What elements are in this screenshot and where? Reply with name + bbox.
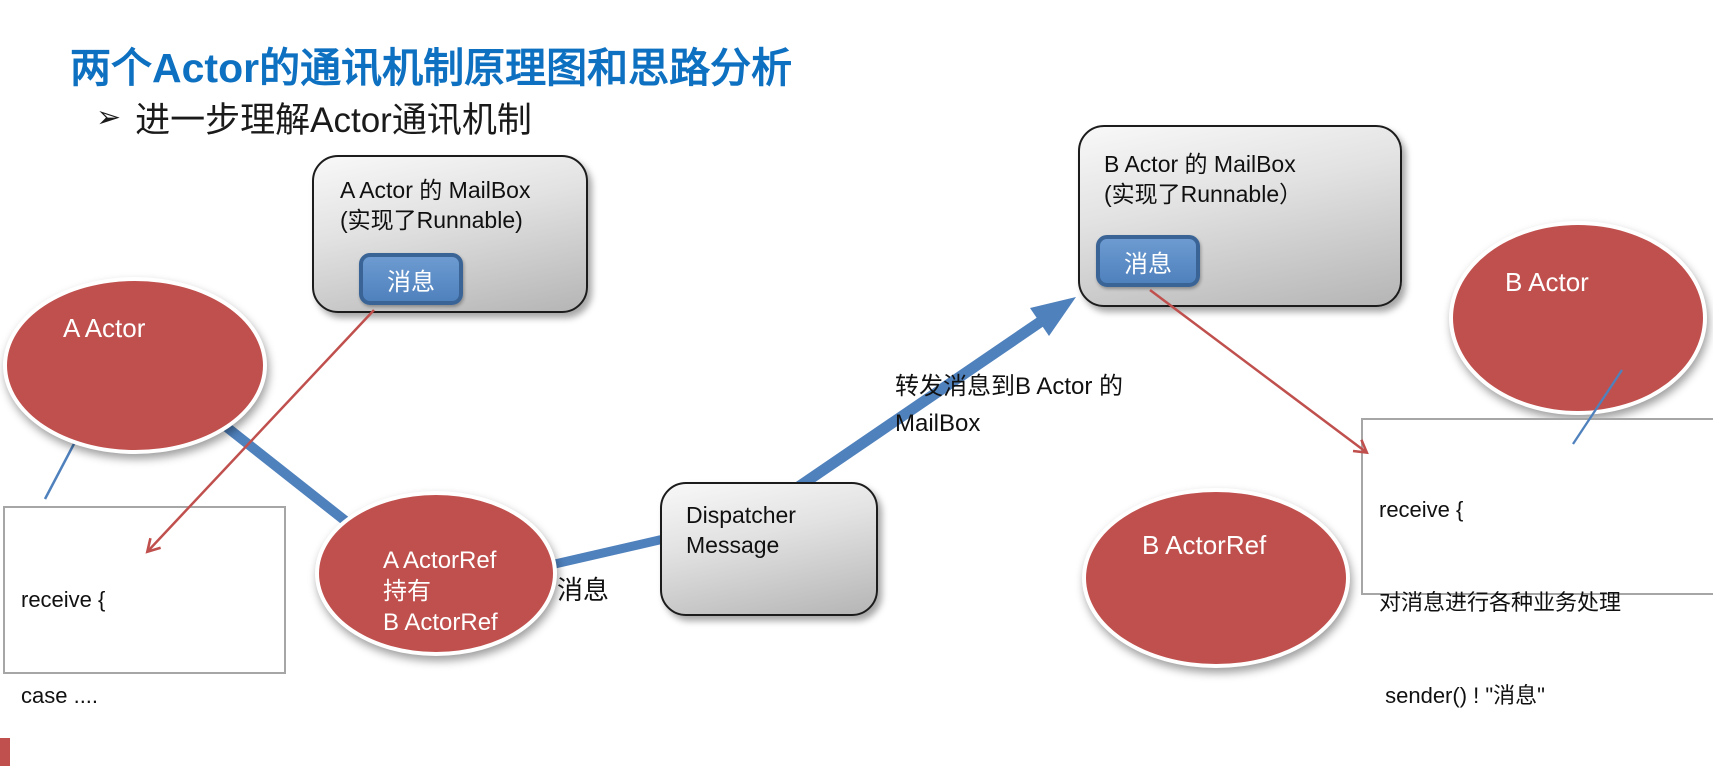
code-a-line2: case .... — [21, 683, 99, 708]
mailbox-a-title-line1: A Actor 的 MailBox — [340, 177, 531, 203]
message-arrow-b — [1149, 289, 1369, 455]
slide-edge-red-mark — [0, 738, 10, 766]
actorref-b-label: B ActorRef — [1142, 530, 1267, 560]
code-b-line3: sender() ! "消息" — [1379, 683, 1545, 708]
mailbox-a-title-line2: (实现了Runnable) — [340, 207, 523, 233]
actorref-b-ellipse: B ActorRef — [1082, 488, 1350, 668]
mailbox-b-message-chip: 消息 — [1096, 235, 1200, 287]
code-b-line1: receive { — [1379, 497, 1464, 522]
dispatcher-line1: Dispatcher — [686, 502, 796, 528]
actorref-a-ellipse: A ActorRef 持有 B ActorRef — [315, 491, 557, 656]
dispatcher-title: Dispatcher Message — [686, 500, 796, 560]
code-b-line2: 对消息进行各种业务处理 — [1379, 590, 1622, 615]
actorref-a-label: A ActorRef 持有 B ActorRef — [383, 545, 498, 638]
actorref-a-line2: 持有 — [383, 578, 431, 605]
dispatcher-box: Dispatcher Message — [660, 482, 878, 616]
actorref-a-line1: A ActorRef — [383, 547, 497, 574]
mailbox-a-message-chip: 消息 — [359, 253, 463, 305]
mailbox-b-title-line1: B Actor 的 MailBox — [1104, 151, 1296, 177]
mailbox-b-title-line2: (实现了Runnable） — [1104, 181, 1303, 207]
mailbox-b-box: B Actor 的 MailBox (实现了Runnable） 消息 — [1078, 125, 1402, 307]
message-inline-label: 消息 — [557, 575, 610, 605]
bullet-text: 进一步理解Actor通讯机制 — [135, 101, 532, 140]
forward-message-label: 转发消息到B Actor 的 MailBox — [895, 368, 1123, 442]
forward-arrow-head — [1030, 297, 1076, 336]
actor-a-ellipse: A Actor — [3, 277, 267, 454]
receive-code-box-b: receive { 对消息进行各种业务处理 sender() ! "消息" } — [1361, 418, 1713, 708]
mailbox-a-box: A Actor 的 MailBox (实现了Runnable) 消息 — [312, 155, 588, 313]
mailbox-b-title: B Actor 的 MailBox (实现了Runnable） — [1104, 149, 1302, 209]
code-a-line1: receive { — [21, 587, 106, 612]
bullet-line: ➢ 进一步理解Actor通讯机制 — [96, 92, 532, 143]
receive-code-box-a: receive { case .... } — [3, 506, 286, 708]
actor-b-ellipse: B Actor — [1449, 221, 1707, 415]
mailbox-a-title: A Actor 的 MailBox (实现了Runnable) — [340, 175, 530, 235]
forward-label-line2: MailBox — [895, 410, 981, 437]
actor-b-label: B Actor — [1505, 267, 1589, 297]
page-title: 两个Actor的通讯机制原理图和思路分析 — [70, 45, 793, 91]
arrow-bullet-icon: ➢ — [96, 100, 122, 134]
actorref-a-line3: B ActorRef — [383, 609, 498, 636]
dispatcher-line2: Message — [686, 532, 780, 558]
actor-a-label: A Actor — [63, 313, 146, 343]
forward-label-line1: 转发消息到B Actor 的 — [895, 373, 1124, 400]
